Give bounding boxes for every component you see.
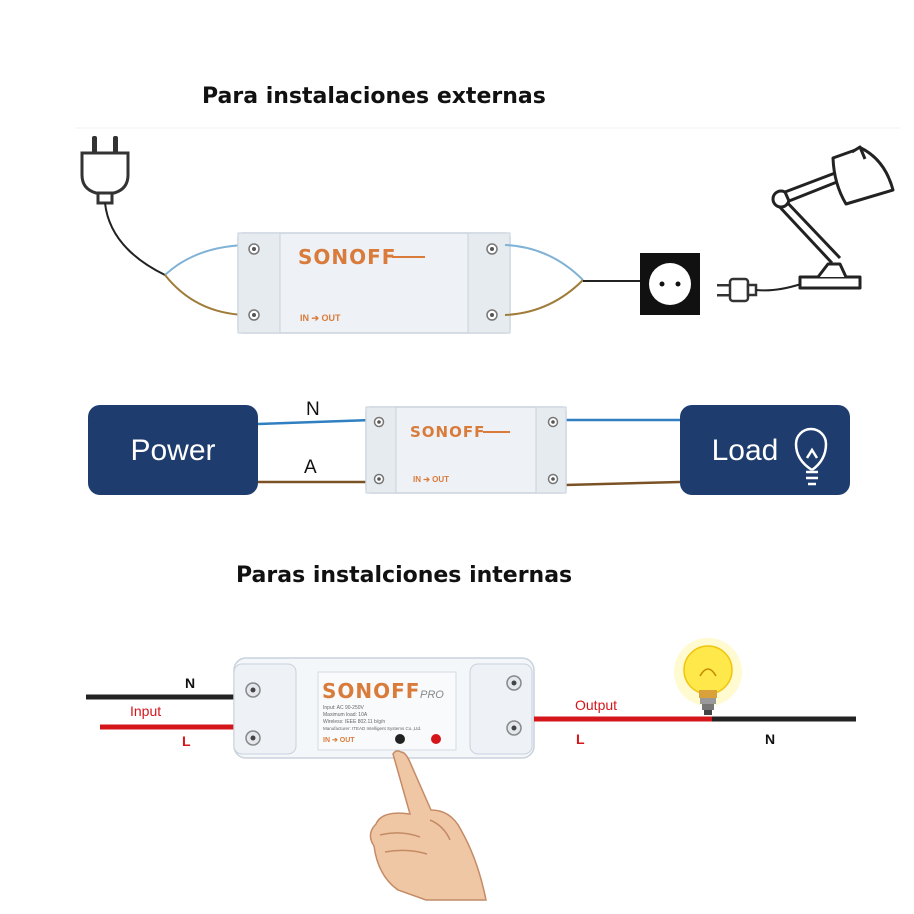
in-out-label: IN ➔ OUT <box>300 313 341 323</box>
sonoff-basic-middle: SONOFF IN ➔ OUT <box>365 406 567 494</box>
spec-line-1: Input: AC 90-250V <box>323 705 365 711</box>
power-box <box>88 405 258 495</box>
right-l-label: L <box>576 731 585 747</box>
sonoff-brand-logo: SONOFF <box>322 679 420 703</box>
wire-a-label: A <box>304 457 317 478</box>
power-label: Power <box>130 434 215 467</box>
right-n-label: N <box>765 731 775 747</box>
wire-live-out <box>504 279 584 316</box>
wire-live-in <box>164 274 246 316</box>
wire-n-in <box>257 418 373 426</box>
lightbulb-icon <box>794 427 828 486</box>
output-label: Output <box>575 697 617 713</box>
wire-neutral-in <box>164 244 246 276</box>
pointing-hand-icon <box>369 750 487 901</box>
spec-line-2: Maximum load: 10A <box>323 712 368 718</box>
desk-lamp-icon <box>771 145 895 290</box>
left-l-label: L <box>182 733 191 749</box>
sonoff-basic-top: SONOFF IN ➔ OUT <box>237 232 511 334</box>
glowing-bulb-icon <box>674 638 742 715</box>
wire-n-label: N <box>306 399 320 420</box>
wall-socket-icon <box>640 253 700 315</box>
internal-installation-title: Paras instalciones internas <box>236 563 573 588</box>
wire-neutral-out <box>504 244 584 281</box>
spec-line-3: Wireless: IEEE 802.11 b/g/n <box>323 719 385 725</box>
left-n-label: N <box>185 675 195 691</box>
pairing-button <box>395 734 405 744</box>
sonoff-brand-logo: SONOFF <box>298 245 396 269</box>
power-cord <box>104 202 166 276</box>
lamp-cord <box>755 283 802 292</box>
sonoff-pro-device: SONOFF PRO Input: AC 90-250V Maximum loa… <box>233 657 535 759</box>
load-label: Load <box>712 434 779 467</box>
sonoff-brand-logo: SONOFF <box>410 423 485 441</box>
pro-model-label: PRO <box>420 689 444 701</box>
external-installation-title: Para instalaciones externas <box>202 84 546 109</box>
spec-line-4: Manufacturer: ITEAD Intelligent Systems … <box>323 726 421 731</box>
status-led <box>431 734 441 744</box>
in-out-label: IN ➔ OUT <box>323 737 355 744</box>
wire-a-out <box>564 480 681 487</box>
plug-icon <box>80 136 130 205</box>
input-label: Input <box>130 703 161 719</box>
in-out-label: IN ➔ OUT <box>413 475 449 484</box>
lamp-plug-icon <box>717 277 758 303</box>
